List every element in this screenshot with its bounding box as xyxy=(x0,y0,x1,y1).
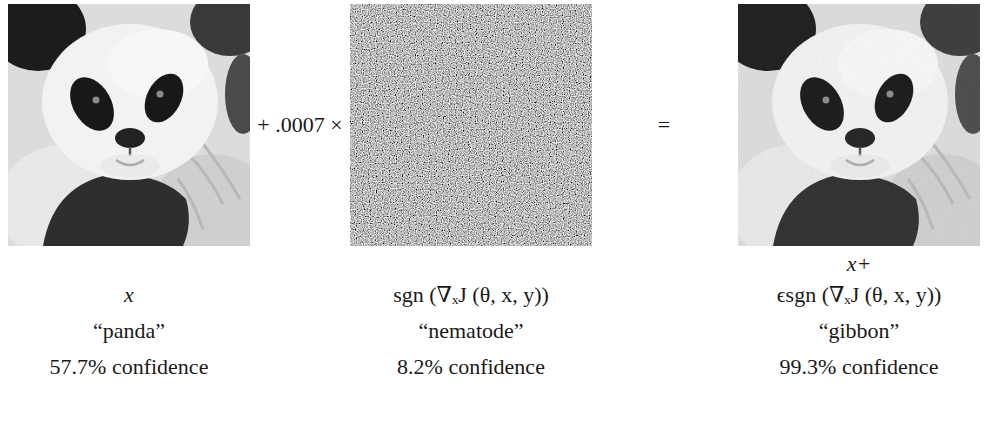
noise-overlay xyxy=(738,4,980,246)
math-label: x+ xyxy=(847,251,872,277)
class-label: “nematode” xyxy=(418,318,523,344)
confidence-label: 8.2% confidence xyxy=(397,354,545,380)
noise-image xyxy=(350,4,592,246)
panda-image xyxy=(720,0,989,264)
class-label: “gibbon” xyxy=(819,318,900,344)
confidence-label: 57.7% confidence xyxy=(50,354,209,380)
math-label: x xyxy=(124,282,134,308)
panda-image xyxy=(0,0,273,264)
operator-text: + .0007 × xyxy=(257,112,342,138)
math-label: sgn (∇ₓJ (θ, x, y)) xyxy=(393,282,549,308)
class-label: “panda” xyxy=(93,318,165,344)
operator-text: = xyxy=(658,112,670,138)
math-label: ϵsgn (∇ₓJ (θ, x, y)) xyxy=(777,282,942,308)
confidence-label: 99.3% confidence xyxy=(780,354,939,380)
